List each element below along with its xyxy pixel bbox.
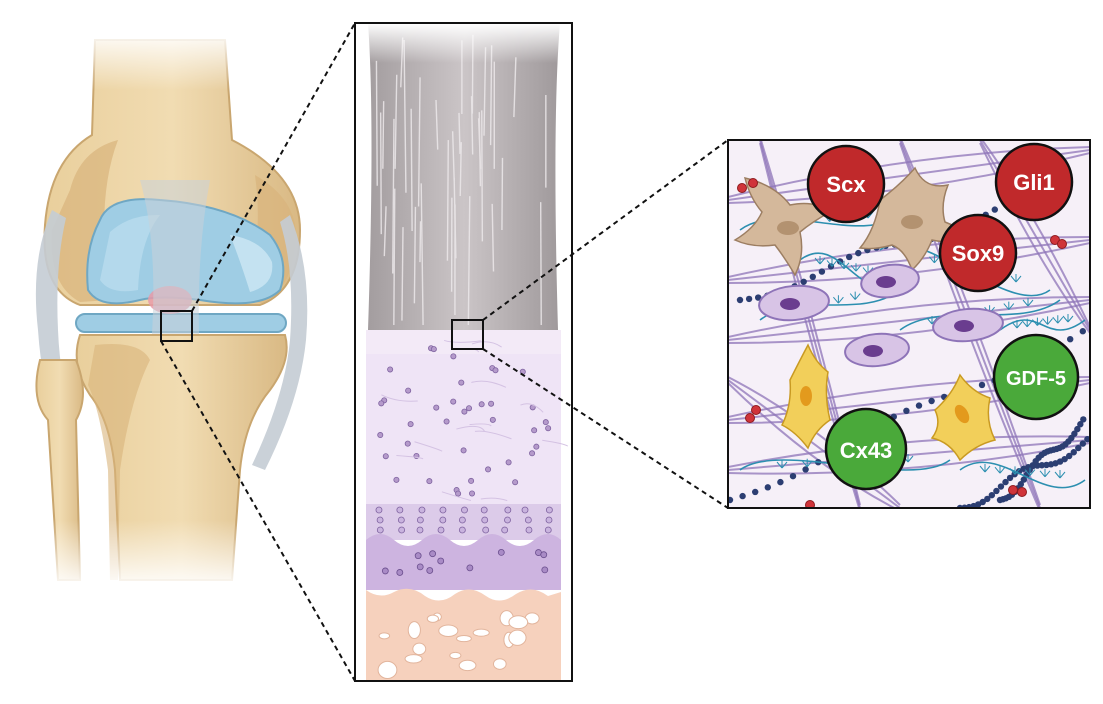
- knee-zoom-box: [160, 310, 193, 342]
- marker-sox9-label: Sox9: [952, 241, 1005, 266]
- marker-gli1-label: Gli1: [1013, 170, 1055, 195]
- marker-cx43-label: Cx43: [840, 438, 893, 463]
- zoom-connectors-right: [482, 139, 729, 509]
- marker-scx-label: Scx: [826, 172, 866, 197]
- marker-scx: Scx: [806, 144, 886, 224]
- tendon-enthesis-icon: [355, 23, 572, 681]
- knee-joint-icon: [20, 30, 320, 590]
- enthesis-zoom-box: [451, 319, 484, 350]
- zoom-connectors-left: [160, 22, 356, 682]
- cell-panel-frame: [727, 139, 1091, 509]
- chondrocyte-cells: [780, 343, 997, 462]
- marker-gli1: Gli1: [994, 142, 1074, 222]
- marker-sox9: Sox9: [938, 213, 1018, 293]
- enthesis-frame: [354, 22, 573, 682]
- fibrocartilage-cells: [758, 263, 1004, 368]
- marker-gdf5: GDF-5: [992, 333, 1080, 421]
- marker-gdf5-label: GDF-5: [1006, 368, 1066, 390]
- marker-cx43: Cx43: [824, 407, 908, 491]
- cell-matrix-icon: Scx Gli1 Sox9 GDF-5 Cx43: [728, 140, 1090, 508]
